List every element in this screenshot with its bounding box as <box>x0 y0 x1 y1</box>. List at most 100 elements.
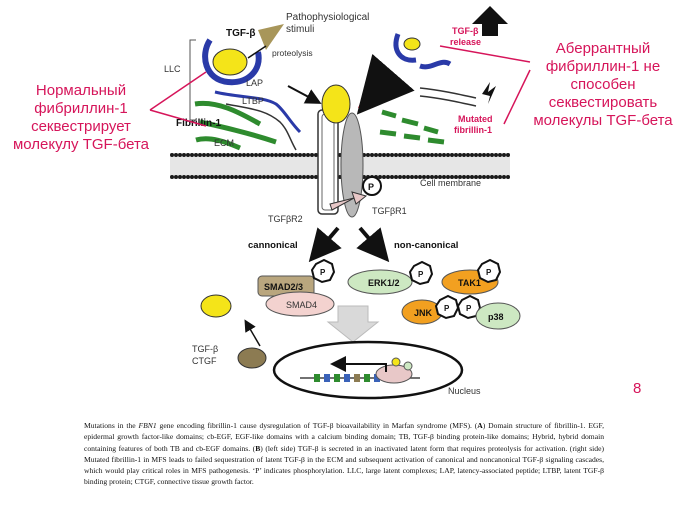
lipid-head <box>398 153 402 157</box>
lipid-head <box>290 175 294 179</box>
lipid-head <box>458 175 462 179</box>
caption-text-2: gene encoding fibrillin-1 cause dysregul… <box>156 421 478 430</box>
lipid-head <box>190 175 194 179</box>
lipid-head <box>218 153 222 157</box>
transcription-factor-1 <box>391 357 401 367</box>
lipid-head <box>426 175 430 179</box>
lipid-head <box>310 175 314 179</box>
lipid-head <box>174 153 178 157</box>
noncanonical-label: non-canonical <box>394 240 458 251</box>
lipid-head <box>258 175 262 179</box>
cell-membrane <box>170 153 510 179</box>
lipid-head <box>214 175 218 179</box>
phospho-p38-label: P <box>466 304 472 313</box>
lipid-head <box>302 175 306 179</box>
dna-segment <box>374 374 380 382</box>
lipid-head <box>410 175 414 179</box>
stimuli-label: stimuli <box>286 24 314 35</box>
phospho-label: P <box>368 182 374 192</box>
dna-segment <box>364 374 370 382</box>
caption-gene: FBN1 <box>138 421 157 430</box>
lipid-head <box>478 153 482 157</box>
nucleus <box>272 340 464 400</box>
lipid-head <box>270 175 274 179</box>
lipid-head <box>374 153 378 157</box>
lipid-head <box>502 175 506 179</box>
red-arrow-body <box>356 53 415 115</box>
phospho-smad <box>310 258 336 284</box>
lipid-head <box>478 175 482 179</box>
lipid-head <box>498 153 502 157</box>
ligand-arrow <box>287 85 322 104</box>
nucleus-entry-arrow <box>326 305 380 343</box>
lipid-head <box>418 153 422 157</box>
figure-caption: Mutations in the FBN1 gene encoding fibr… <box>84 420 604 488</box>
caption-text-1: Mutations in the <box>84 421 139 430</box>
canonical-label: cannonical <box>248 240 298 251</box>
lipid-head <box>482 175 486 179</box>
lipid-head <box>398 175 402 179</box>
phospho-jnk <box>434 294 460 320</box>
lipid-head <box>182 175 186 179</box>
lipid-head <box>170 153 174 157</box>
lipid-head <box>234 153 238 157</box>
phospho-erk <box>408 260 434 286</box>
lipid-head <box>262 153 266 157</box>
lipid-head <box>442 153 446 157</box>
lipid-head <box>206 175 210 179</box>
lipid-head <box>370 153 374 157</box>
transcription-arrow <box>330 356 387 372</box>
lipid-head <box>390 175 394 179</box>
annotation-normal-fibrillin: Нормальный фибриллин-1 секвестрирует мол… <box>12 82 150 153</box>
lipid-head <box>434 175 438 179</box>
mutated-label-2: fibrillin-1 <box>454 125 492 135</box>
lipid-head <box>486 175 490 179</box>
lipid-head <box>382 153 386 157</box>
lipid-head <box>454 175 458 179</box>
tgf-ctgf-label-2: CTGF <box>192 356 217 366</box>
lipid-head <box>314 153 318 157</box>
lipid-head <box>270 153 274 157</box>
slide-number: 8 <box>633 380 642 397</box>
lipid-head <box>294 175 298 179</box>
lipid-head <box>202 175 206 179</box>
lipid-head <box>410 153 414 157</box>
lipid-head <box>490 153 494 157</box>
lipid-head <box>210 175 214 179</box>
lipid-head <box>198 175 202 179</box>
lipid-head <box>306 175 310 179</box>
lipid-head <box>254 153 258 157</box>
lipid-head <box>438 175 442 179</box>
phosphorylation-arrow <box>329 191 368 211</box>
secretion-arrow <box>244 319 261 347</box>
dna-segments <box>314 374 380 382</box>
lipid-head <box>314 175 318 179</box>
dna-segment <box>344 374 350 382</box>
lipid-head <box>470 175 474 179</box>
tgf-beta-label: TGF-β <box>226 28 255 39</box>
lipid-head <box>386 175 390 179</box>
tgfbr1-receptor <box>340 112 364 218</box>
lipid-head <box>278 153 282 157</box>
lipid-head <box>274 175 278 179</box>
llc-complex <box>194 38 302 151</box>
phospho-jnk-label: P <box>444 304 450 313</box>
lipid-head <box>250 175 254 179</box>
lipid-heads-top <box>170 153 510 157</box>
lipid-head <box>234 175 238 179</box>
lipid-head <box>214 153 218 157</box>
lipid-head <box>418 175 422 179</box>
caption-text-3: ) Domain structure of fibrillin-1. EGF, … <box>84 421 604 453</box>
lipid-head <box>494 153 498 157</box>
lipid-head <box>486 153 490 157</box>
annotation-aberrant-fibrillin: Аберрантный фибриллин-1 не способен секв… <box>533 40 673 129</box>
lipid-head <box>450 175 454 179</box>
lipid-head <box>210 153 214 157</box>
smad4-oval <box>265 291 335 317</box>
lipid-head <box>246 153 250 157</box>
lipid-head <box>502 153 506 157</box>
lipid-head <box>414 153 418 157</box>
lipid-head <box>430 175 434 179</box>
lipid-head <box>446 175 450 179</box>
dna-segment <box>354 374 360 382</box>
